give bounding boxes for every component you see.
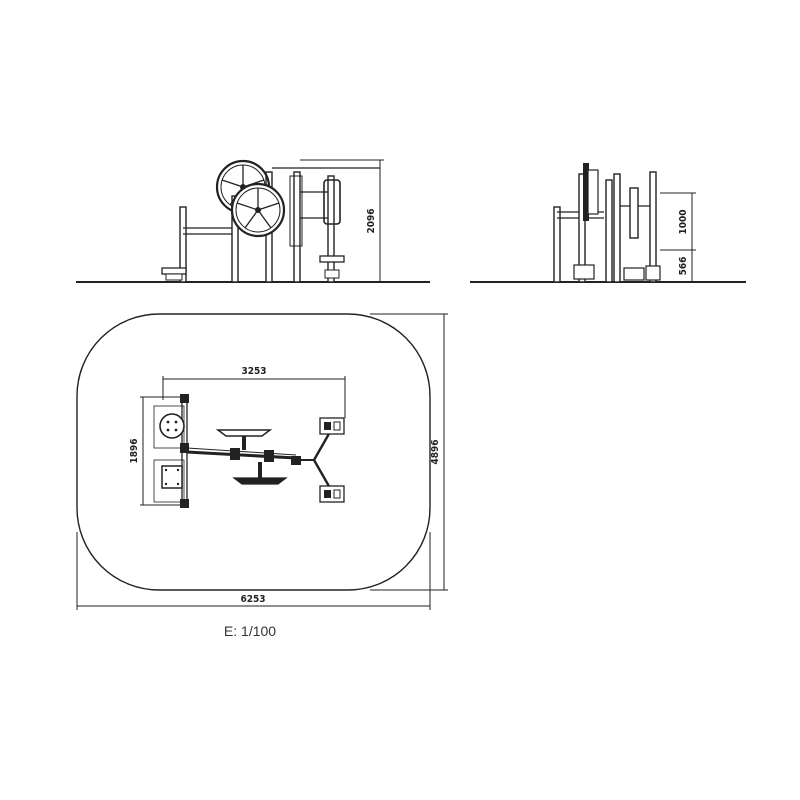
front-post-left [179,206,187,283]
side-post-2 [578,173,586,283]
side-pedal [623,267,645,281]
dim-plan-depth: 1896 [129,438,140,463]
plan-pedal-bottom [319,485,345,503]
plan-pedal-top [319,417,345,435]
side-post-5 [649,171,657,283]
plan-square-seat [153,459,185,503]
dim-front-height: 2096 [366,208,377,233]
dim-area-depth: 4896 [430,439,441,464]
plan-round-seat [153,405,185,449]
side-post-3 [605,179,613,283]
dim-side-upper: 1000 [678,209,689,234]
dim-area-width: 6253 [240,594,265,605]
scale-label: E: 1/100 [224,623,276,639]
side-post-4 [613,173,621,283]
front-post-4 [293,171,301,283]
safety-area-outline [76,313,431,591]
side-post-1 [553,206,561,283]
front-seat-left [161,267,187,275]
dim-side-lower: 566 [678,257,689,276]
front-pedal-right [319,255,345,263]
dim-plan-width: 3253 [241,366,266,377]
plan-wheel-top [215,429,273,450]
front-elevation: 2096 [76,159,430,283]
side-elevation: 1000 566 [470,163,746,283]
front-wheel-lower [230,182,286,238]
plan-wheel-bottom [232,462,288,485]
plan-view: 4896 6253 3253 1896 [76,313,448,610]
side-seat [573,264,595,280]
front-post-right [327,175,335,283]
